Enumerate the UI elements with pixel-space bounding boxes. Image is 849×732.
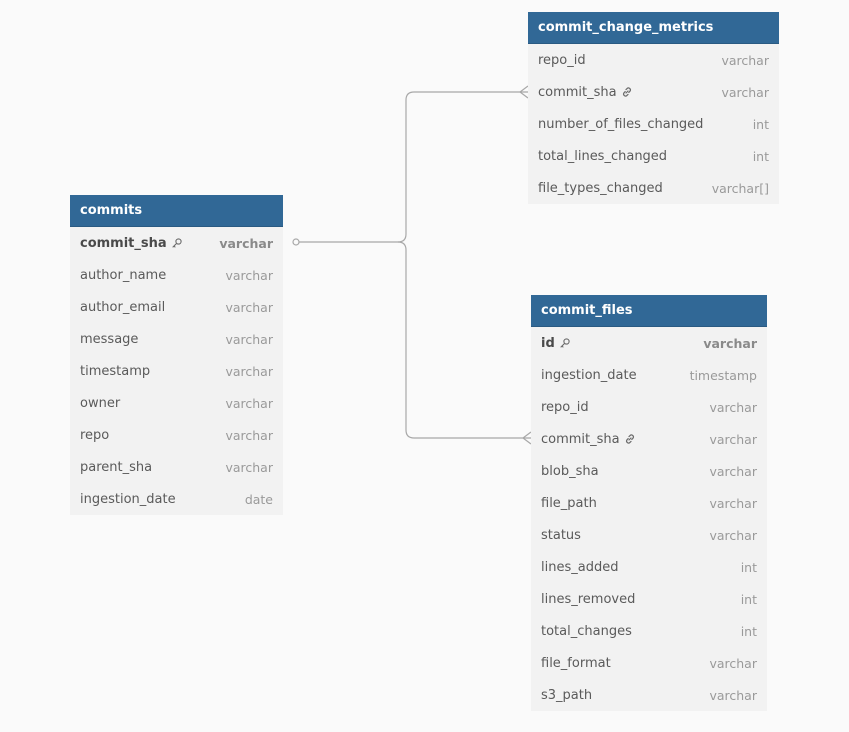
table-row[interactable]: owner varchar bbox=[70, 387, 283, 419]
column-name: commit_sha bbox=[541, 431, 620, 447]
relationship-commits-to-commit-files[interactable] bbox=[397, 241, 531, 439]
column-type: varchar bbox=[225, 267, 273, 283]
column-name: total_changes bbox=[541, 623, 632, 639]
table-row[interactable]: file_path varchar bbox=[531, 487, 767, 519]
column-name: ingestion_date bbox=[541, 367, 637, 383]
relationship-commits-to-commit-change-metrics[interactable] bbox=[299, 91, 528, 243]
column-type: int bbox=[740, 623, 757, 639]
column-name: repo_id bbox=[538, 52, 586, 68]
column-type: int bbox=[752, 148, 769, 164]
many-end-marker bbox=[522, 431, 532, 445]
table-title[interactable]: commit_files bbox=[531, 295, 767, 327]
column-type: varchar bbox=[225, 395, 273, 411]
table-row[interactable]: file_types_changed varchar[] bbox=[528, 172, 779, 204]
column-name: author_email bbox=[80, 299, 166, 315]
many-end-marker bbox=[519, 85, 529, 99]
table-row[interactable]: repo varchar bbox=[70, 419, 283, 451]
key-icon bbox=[171, 237, 183, 249]
link-icon bbox=[621, 86, 633, 98]
table-row[interactable]: ingestion_date timestamp bbox=[531, 359, 767, 391]
column-type: date bbox=[244, 491, 273, 507]
column-type: varchar[] bbox=[711, 180, 769, 196]
link-icon bbox=[624, 433, 636, 445]
table-row[interactable]: commit_sha varchar bbox=[70, 227, 283, 259]
table-row[interactable]: commit_sha varchar bbox=[528, 76, 779, 108]
table-row[interactable]: total_changes int bbox=[531, 615, 767, 647]
column-name: commit_sha bbox=[80, 235, 167, 251]
column-name: parent_sha bbox=[80, 459, 153, 475]
table-title[interactable]: commit_change_metrics bbox=[528, 12, 779, 44]
column-name: timestamp bbox=[80, 363, 151, 379]
table-row[interactable]: file_format varchar bbox=[531, 647, 767, 679]
column-type: varchar bbox=[709, 655, 757, 671]
table-row[interactable]: lines_added int bbox=[531, 551, 767, 583]
column-type: varchar bbox=[721, 52, 769, 68]
table-title[interactable]: commits bbox=[70, 195, 283, 227]
one-end-marker bbox=[292, 238, 300, 246]
column-type: varchar bbox=[225, 331, 273, 347]
table-row[interactable]: repo_id varchar bbox=[528, 44, 779, 76]
column-type: varchar bbox=[709, 431, 757, 447]
column-name: ingestion_date bbox=[80, 491, 176, 507]
column-type: varchar bbox=[219, 235, 273, 251]
column-type: int bbox=[740, 559, 757, 575]
column-type: varchar bbox=[225, 363, 273, 379]
column-name: id bbox=[541, 335, 555, 351]
column-name: repo bbox=[80, 427, 110, 443]
column-name: author_name bbox=[80, 267, 167, 283]
table-row[interactable]: commit_sha varchar bbox=[531, 423, 767, 455]
table-row[interactable]: id varchar bbox=[531, 327, 767, 359]
column-name: blob_sha bbox=[541, 463, 599, 479]
column-type: int bbox=[752, 116, 769, 132]
column-name: message bbox=[80, 331, 139, 347]
table-row[interactable]: timestamp varchar bbox=[70, 355, 283, 387]
column-name: number_of_files_changed bbox=[538, 116, 704, 132]
column-type: varchar bbox=[703, 335, 757, 351]
table-row[interactable]: message varchar bbox=[70, 323, 283, 355]
column-type: varchar bbox=[721, 84, 769, 100]
column-type: varchar bbox=[709, 687, 757, 703]
table-row[interactable]: author_name varchar bbox=[70, 259, 283, 291]
table-commit-files[interactable]: commit_files id varchar ingestion_date t… bbox=[531, 295, 767, 711]
column-name: file_types_changed bbox=[538, 180, 663, 196]
column-name: lines_added bbox=[541, 559, 619, 575]
column-name: total_lines_changed bbox=[538, 148, 668, 164]
column-name: file_path bbox=[541, 495, 597, 511]
column-type: timestamp bbox=[689, 367, 757, 383]
column-type: varchar bbox=[225, 299, 273, 315]
table-commit-change-metrics[interactable]: commit_change_metrics repo_id varchar co… bbox=[528, 12, 779, 204]
column-name: status bbox=[541, 527, 581, 543]
table-row[interactable]: parent_sha varchar bbox=[70, 451, 283, 483]
column-type: varchar bbox=[225, 427, 273, 443]
column-name: owner bbox=[80, 395, 121, 411]
table-row[interactable]: s3_path varchar bbox=[531, 679, 767, 711]
column-type: varchar bbox=[709, 527, 757, 543]
table-row[interactable]: author_email varchar bbox=[70, 291, 283, 323]
column-type: int bbox=[740, 591, 757, 607]
table-row[interactable]: number_of_files_changed int bbox=[528, 108, 779, 140]
column-type: varchar bbox=[709, 495, 757, 511]
key-icon bbox=[559, 337, 571, 349]
column-name: lines_removed bbox=[541, 591, 636, 607]
table-row[interactable]: repo_id varchar bbox=[531, 391, 767, 423]
table-commits[interactable]: commits commit_sha varchar author_name v… bbox=[70, 195, 283, 515]
column-name: s3_path bbox=[541, 687, 593, 703]
table-row[interactable]: total_lines_changed int bbox=[528, 140, 779, 172]
column-name: commit_sha bbox=[538, 84, 617, 100]
table-row[interactable]: status varchar bbox=[531, 519, 767, 551]
table-row[interactable]: lines_removed int bbox=[531, 583, 767, 615]
column-type: varchar bbox=[709, 399, 757, 415]
column-name: file_format bbox=[541, 655, 611, 671]
table-row[interactable]: blob_sha varchar bbox=[531, 455, 767, 487]
column-type: varchar bbox=[225, 459, 273, 475]
column-name: repo_id bbox=[541, 399, 589, 415]
column-type: varchar bbox=[709, 463, 757, 479]
table-row[interactable]: ingestion_date date bbox=[70, 483, 283, 515]
